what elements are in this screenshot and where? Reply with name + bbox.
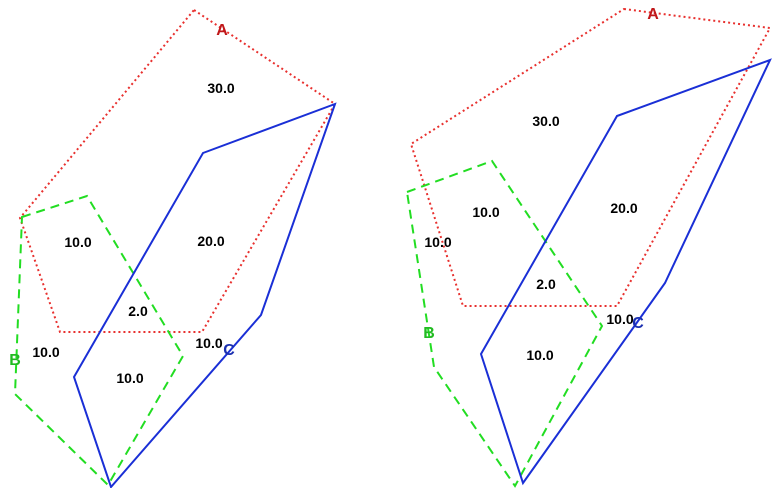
set-label-c: C: [632, 315, 644, 332]
region-c-only: 10.0: [116, 370, 143, 386]
region-a-b-c: 2.0: [536, 276, 556, 292]
region-a-only: 30.0: [532, 113, 559, 129]
set-label-a: A: [216, 22, 228, 39]
set-c-outline: [479, 58, 772, 486]
set-a-outline: [18, 8, 337, 333]
venn-diagram-right: A B C 30.0 20.0 10.0 2.0 10.0 10.0 10.0: [405, 6, 772, 488]
set-label-c: C: [223, 342, 235, 359]
region-a-b: 10.0: [64, 234, 91, 250]
set-b-outline: [405, 159, 604, 488]
set-b-outline: [13, 194, 185, 487]
region-b-c: 10.0: [195, 335, 222, 351]
region-a-c: 20.0: [197, 233, 224, 249]
region-a-b-c: 2.0: [128, 303, 148, 319]
region-a-b: 10.0: [472, 204, 499, 220]
set-label-b: B: [423, 325, 435, 342]
region-a-c: 20.0: [610, 200, 637, 216]
region-a-only: 30.0: [207, 80, 234, 96]
region-b-only: 10.0: [32, 344, 59, 360]
set-label-b: B: [9, 352, 21, 369]
set-label-a: A: [647, 6, 659, 23]
region-b-c: 10.0: [606, 311, 633, 327]
region-b-only: 10.0: [424, 234, 451, 250]
venn-diagram-left: A B C 30.0 20.0 10.0 2.0 10.0 10.0 10.0: [9, 8, 337, 488]
set-a-outline: [409, 7, 772, 307]
set-c-outline: [72, 102, 337, 488]
region-c-only: 10.0: [526, 347, 553, 363]
